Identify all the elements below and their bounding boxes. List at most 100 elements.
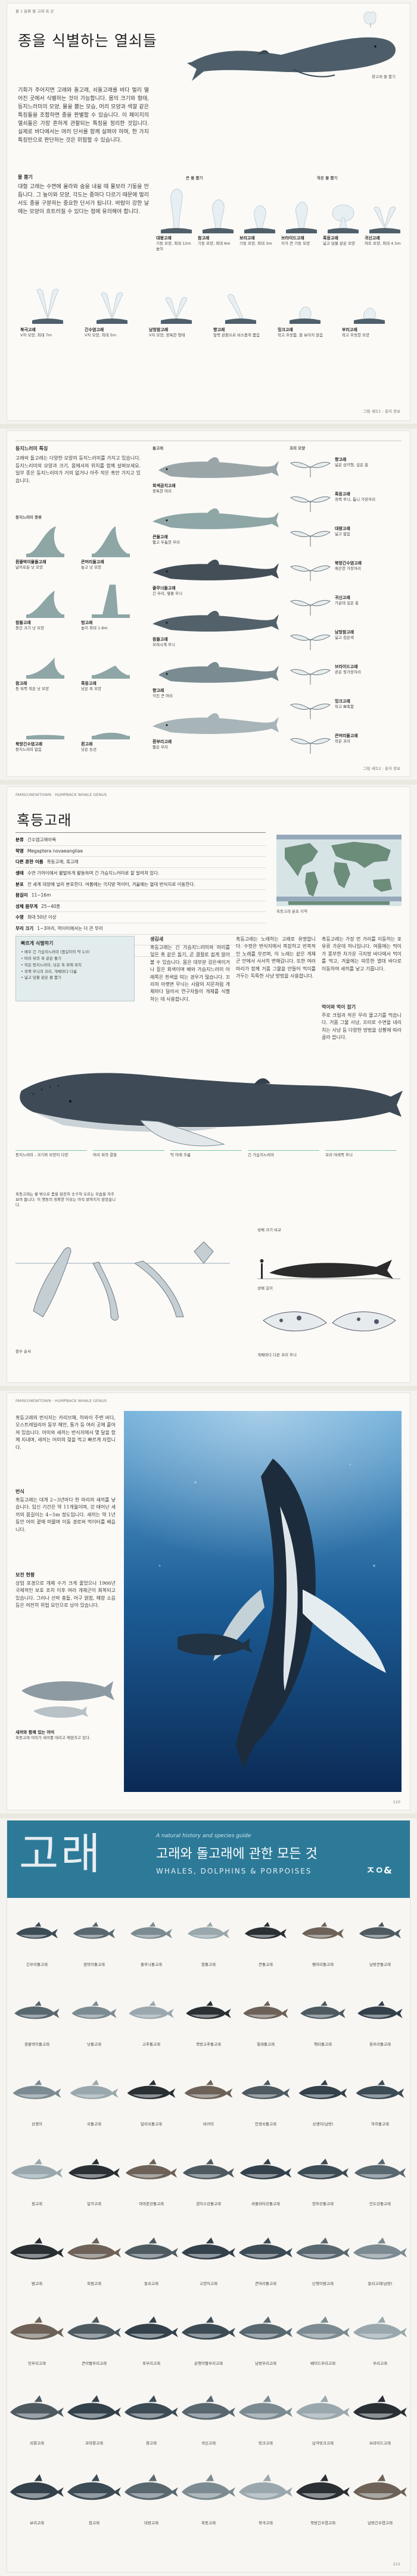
fluke-8-desc: 작은 꼬리 — [335, 739, 350, 744]
running-header: FAMILY/NEWTOWN · HUMPBACK WHALE GENUS — [15, 1398, 107, 1403]
conservation-text: 상업 포경으로 개체 수가 크게 줄었으나 1966년 국제적인 보호 조치 이… — [15, 1581, 116, 1609]
data-sheet-key: 분류 — [15, 837, 24, 842]
blow-bottom-0-name: 북극고래 — [20, 327, 36, 332]
species-label: 북방긴수염고래 — [310, 2521, 335, 2525]
data-sheet-value: 1~3마리, 먹이터에서는 더 큰 무리 — [37, 926, 103, 931]
species-label: 낫돌고래 — [87, 2042, 101, 2047]
blow-top-0-name: 대왕고래 — [156, 236, 172, 241]
species-illustration — [11, 2158, 63, 2180]
species-label: 상괭이(남방) — [312, 2122, 334, 2127]
data-sheet-value: 25~40톤 — [41, 903, 61, 909]
species-label: 큰돌고래 — [259, 1962, 273, 1967]
species-label: 참돌고래 — [201, 1962, 216, 1967]
blow-bottom-1-desc: V자 모양, 최대 5m — [85, 333, 117, 338]
blow-illustration — [97, 292, 127, 324]
head-1-name: 큰돌고래 — [153, 535, 168, 539]
species-label: 상괭이 — [32, 2122, 42, 2127]
species-label: 난쟁이범고래 — [312, 2281, 334, 2286]
species-illustration — [296, 2237, 350, 2260]
blow-bottom-5-name: 부리고래 — [342, 327, 357, 332]
blow-illustration — [32, 289, 63, 324]
fin-6-desc: 등지느러미 없음 — [15, 747, 42, 752]
fin-2-desc: 중간 크기 낫 모양 — [15, 626, 45, 631]
feeding-text: 주로 크릴과 작은 무리 물고기를 먹습니다. 거품 그물 사냥, 꼬리로 수면… — [322, 1013, 402, 1041]
data-sheet-key: 몸길이 — [15, 892, 28, 898]
blow-top-4-name: 혹등고래 — [323, 236, 338, 241]
blow-heading: 물 뿜기 — [18, 174, 33, 180]
col-head-fins: 등지느러미 종류 — [15, 515, 42, 520]
species-illustration — [239, 2237, 292, 2260]
species-label: 흑범고래 — [87, 2281, 101, 2286]
fin-intro-block: 등지느러미 특징 고래와 돌고래는 다양한 모양의 등지느러미를 가지고 있습니… — [15, 445, 141, 485]
species-illustration — [243, 2000, 288, 2019]
running-header: FAMILY/NEWTOWN · HUMPBACK WHALE GENUS — [15, 792, 107, 797]
blow-top-1-name: 참고래 — [198, 236, 210, 241]
species-illustration — [359, 1922, 401, 1939]
species-illustration — [16, 1922, 58, 1939]
migration-text: 혹등고래는 가장 먼 거리를 이동하는 포유류 가운데 하나입니다. 여름에는 … — [322, 936, 402, 972]
species-illustration — [68, 2158, 120, 2180]
fin-silhouette — [26, 591, 64, 618]
fluke-caption: 개체마다 다른 꼬리 무늬 — [257, 1353, 297, 1357]
species-label: 바키타 — [203, 2122, 214, 2127]
blow-bottom-4-name: 밍크고래 — [278, 327, 293, 332]
species-label: 아마존강돌고래 — [139, 2202, 164, 2206]
data-sheet-key: 생태 — [15, 870, 24, 876]
species-label: 고양이고래 — [200, 2281, 217, 2286]
blow-bottom-3-name: 향고래 — [213, 327, 225, 332]
blow-bottom-2-name: 남방참고래 — [149, 327, 169, 332]
species-label: 혹부리고래 — [142, 2361, 160, 2366]
fluke-7-name: 밍크고래 — [335, 699, 350, 704]
blow-bottom-5-desc: 작고 흐릿한 모양 — [342, 333, 369, 338]
species-illustration — [125, 2158, 178, 2180]
data-sheet-key: 학명 — [15, 848, 24, 854]
blow-top-0-desc: 기둥 모양, 최대 12m 높이 — [156, 241, 191, 252]
species-illustration — [67, 2237, 121, 2260]
head-2-name: 줄무늬돌고래 — [153, 586, 176, 591]
blow-illustration — [354, 308, 385, 324]
species-illustration — [297, 2158, 349, 2180]
photo-caption-title: 새끼와 함께 있는 어미 — [15, 1730, 55, 1735]
fluke-7-desc: 작고 뾰족함 — [335, 704, 354, 710]
tall-blows-label: 큰 물 뿜기 — [186, 176, 203, 180]
species-label: 일각고래 — [87, 2202, 101, 2206]
scale-comparison — [257, 1259, 400, 1279]
page-separator — [0, 1813, 417, 1818]
quick-id-box: 빠르게 식별하기 • 매우 긴 가슴지느러미 (몸길이의 약 1/3)• 머리 … — [15, 936, 135, 1001]
species-label: 귀신고래 — [201, 2441, 216, 2446]
head-5-desc: 짧은 부리 — [153, 745, 168, 750]
blow-bottom-0-desc: V자 모양, 최대 7m — [20, 333, 52, 338]
species-label: 참고래 — [89, 2521, 99, 2525]
page-separator — [0, 780, 417, 785]
fin-3-name: 범고래 — [81, 620, 93, 625]
fluke-0-desc: 넓은 삼각형, 깊은 홈 — [335, 463, 369, 468]
species-illustration — [239, 2316, 292, 2340]
blow-bottom-3-desc: 앞쪽 왼편으로 비스듬히 뿜음 — [213, 333, 260, 338]
species-label: 베어드부리고래 — [310, 2361, 335, 2366]
blow-illustration — [328, 204, 359, 233]
blow-illustration — [244, 205, 275, 233]
fluke-2-name: 대왕고래 — [335, 526, 350, 531]
blow-top-3-desc: 키가 큰 기둥 모양 — [281, 241, 310, 246]
fluke-1-name: 혹등고래 — [335, 492, 350, 497]
data-sheet-value: 수면 가까이에서 활발하게 활동하며 긴 가슴지느러미로 잘 알려져 있다. — [27, 870, 160, 876]
blow-illustration — [286, 202, 317, 233]
fin-silhouette — [26, 657, 64, 679]
dive-sequence-illustration — [15, 1241, 230, 1321]
blow-top-5-name: 귀신고래 — [365, 236, 380, 241]
blow-illustration — [369, 207, 400, 233]
